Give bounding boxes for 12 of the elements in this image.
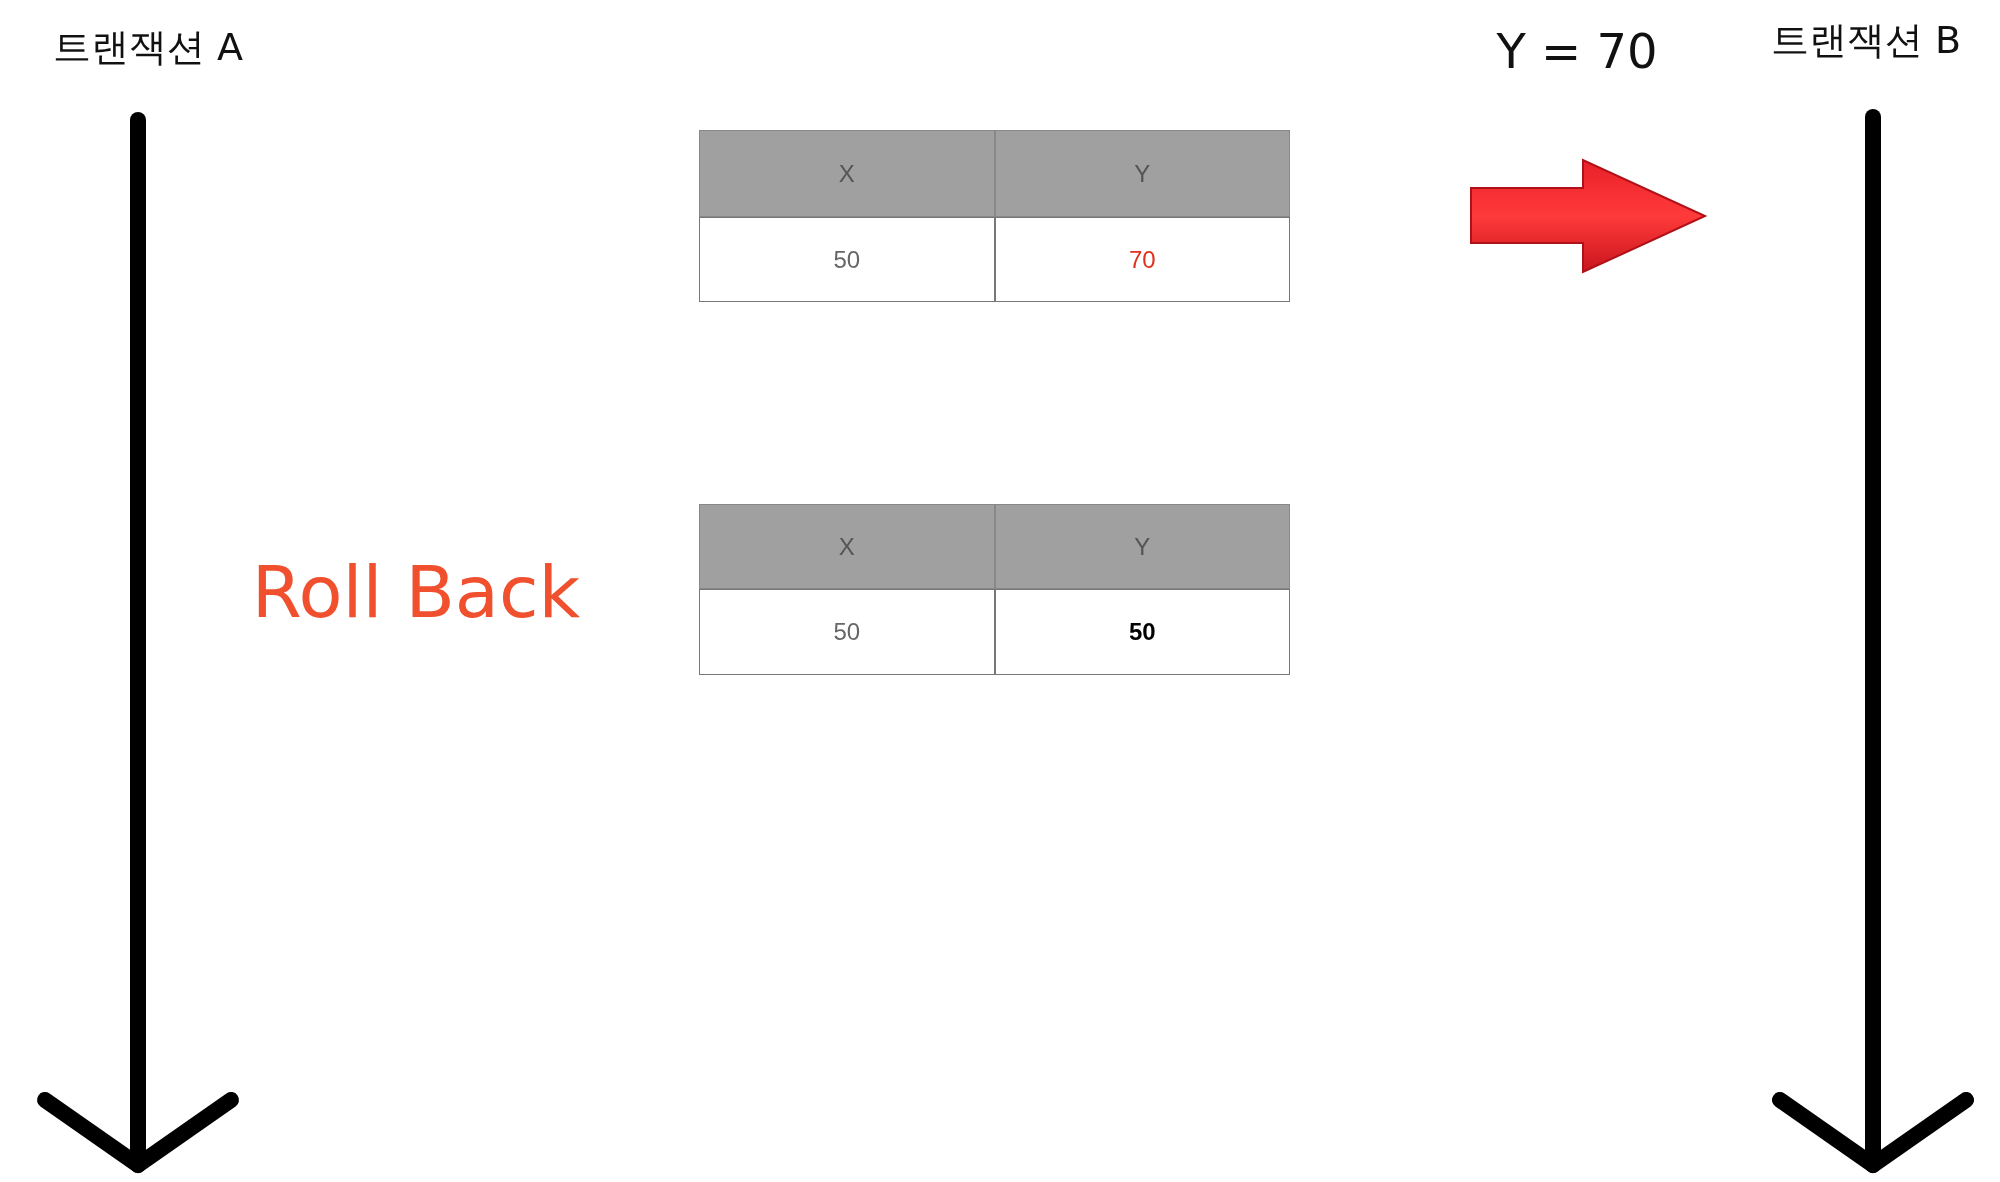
header-cell: Y [994, 504, 1290, 589]
rollback-label: Roll Back [251, 556, 581, 628]
table-cell: 50 [699, 217, 995, 302]
table-cell: 50 [699, 589, 995, 675]
value-note: Y = 70 [1496, 27, 1658, 75]
header-cell: Y [994, 130, 1290, 217]
header-cell: X [699, 504, 995, 589]
header-cell: X [699, 130, 995, 217]
column-title: 트랜잭션 B [1770, 21, 1962, 59]
table-cell: 70 [994, 217, 1290, 302]
column-title: 트랜잭션 A [52, 28, 244, 66]
table-cell: 50 [994, 589, 1290, 675]
